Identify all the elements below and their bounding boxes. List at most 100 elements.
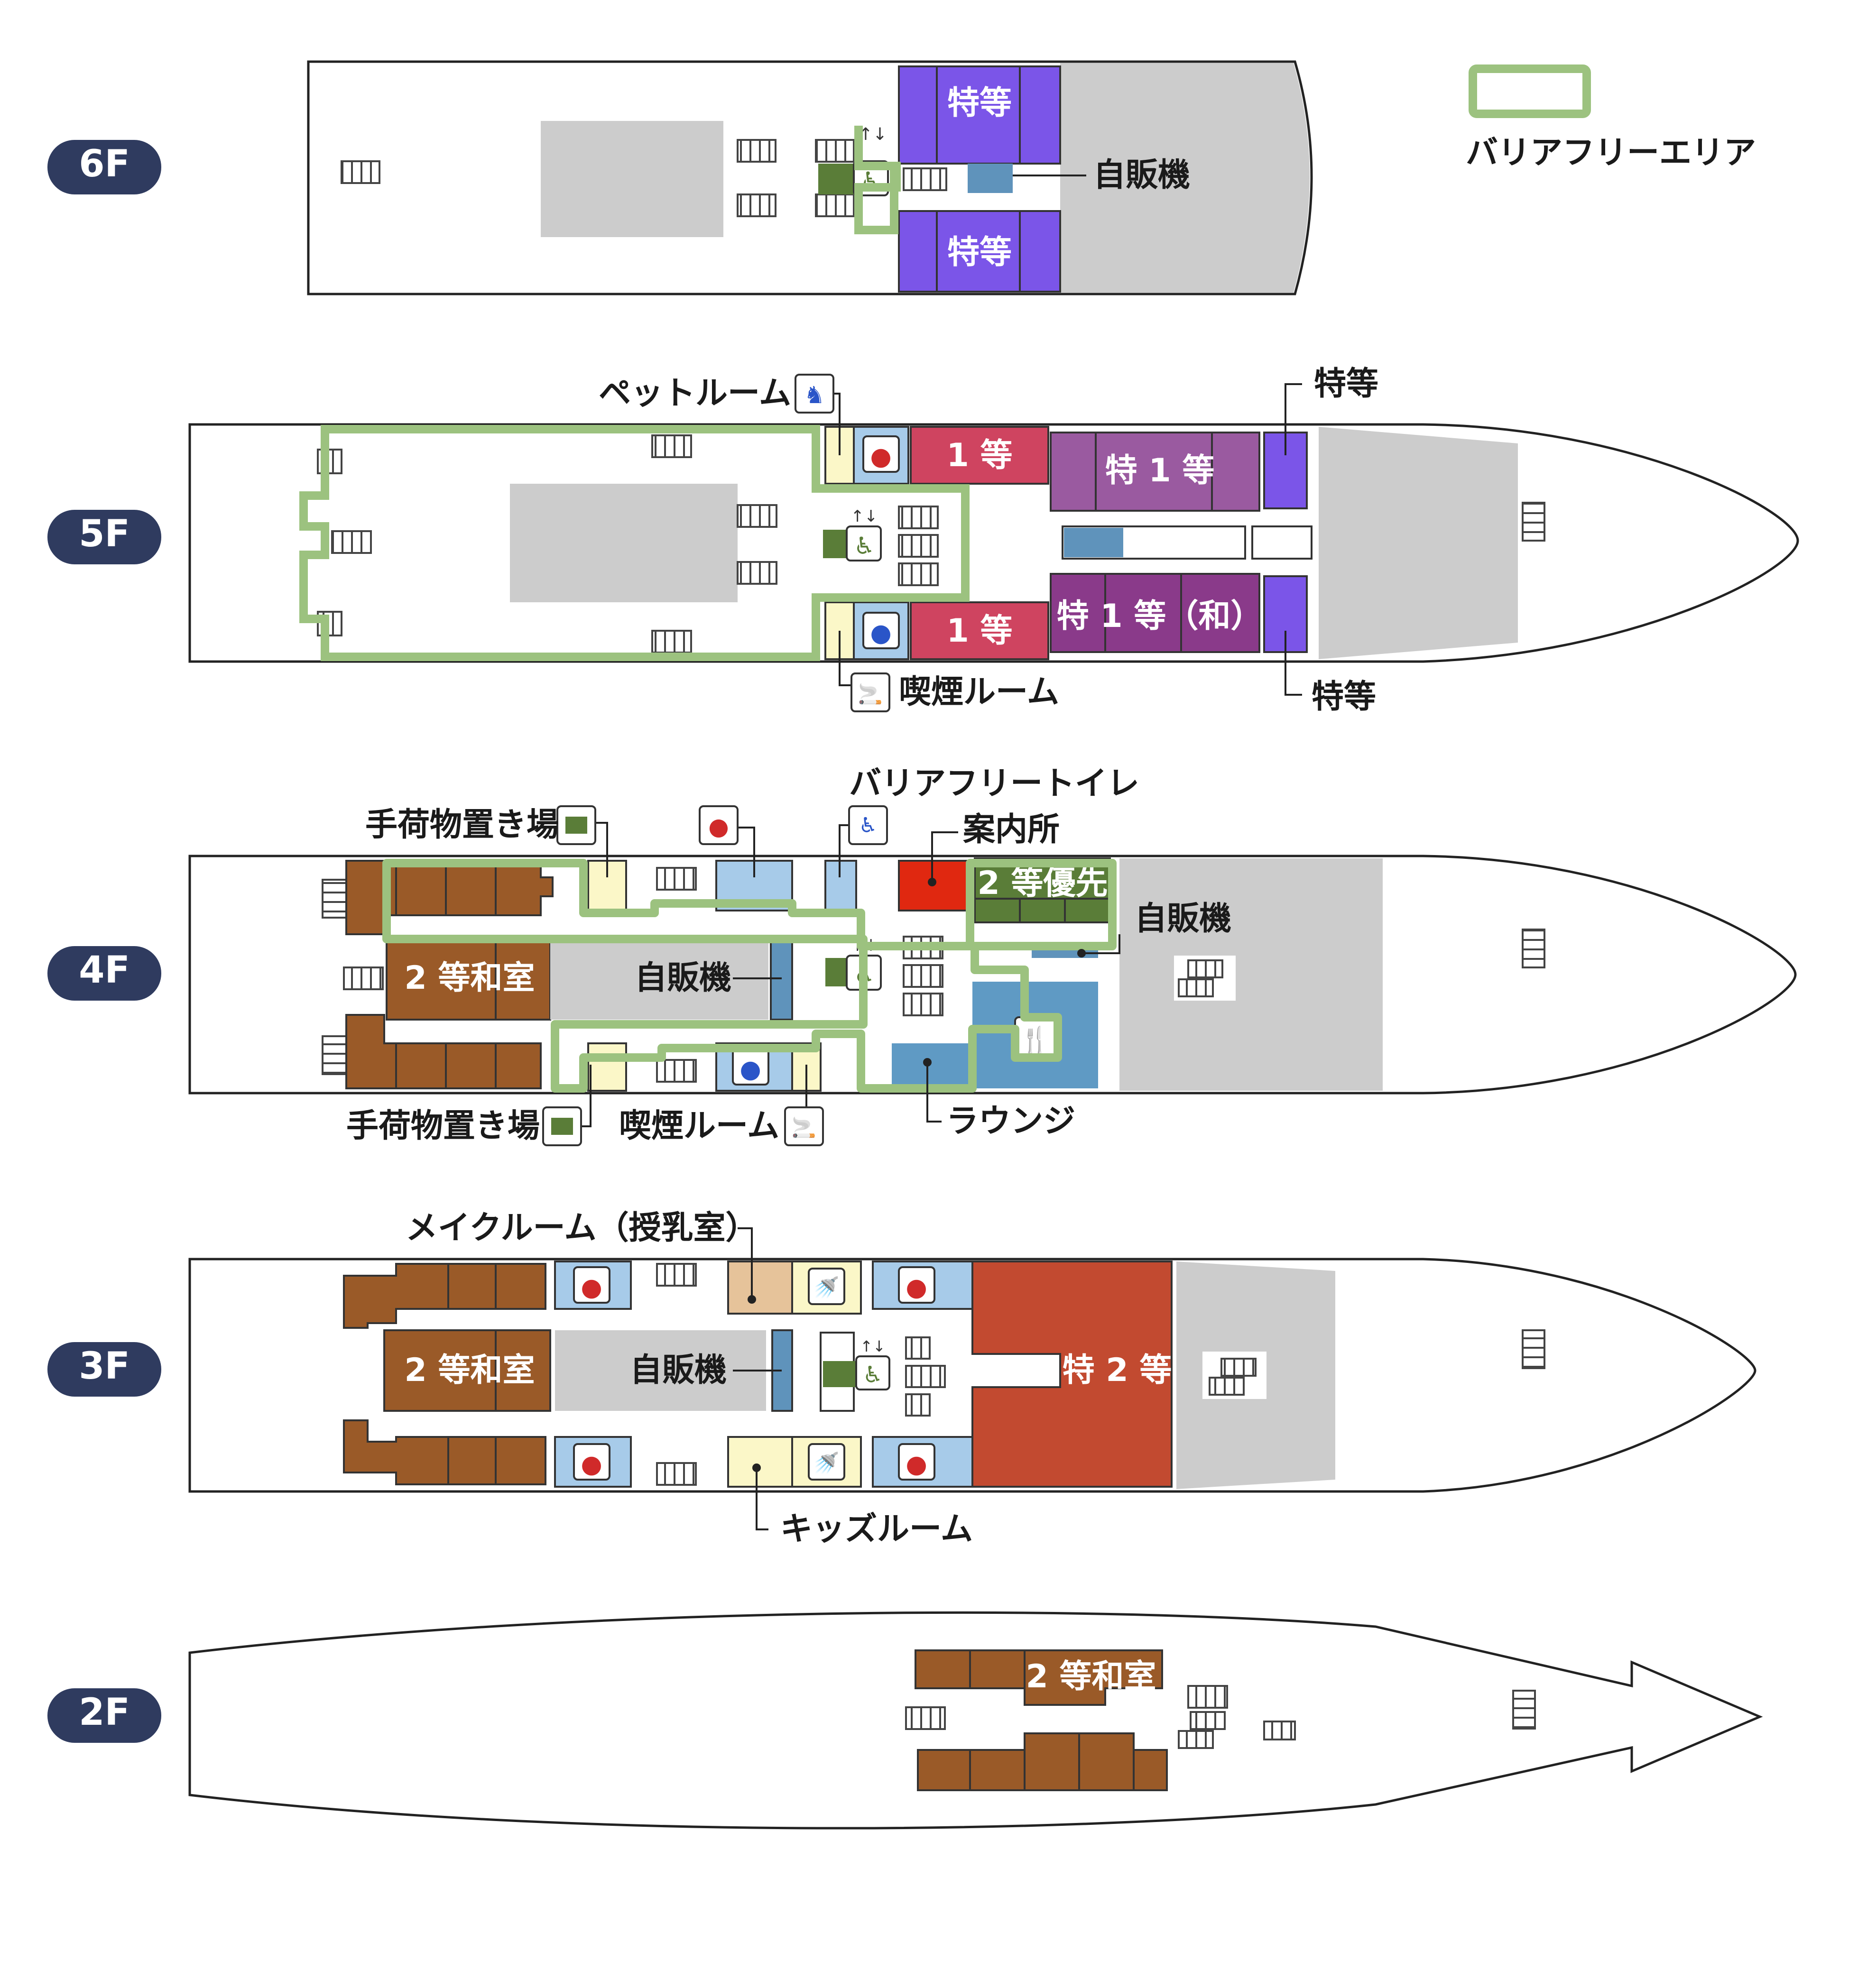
make-room: [727, 1261, 793, 1315]
elevator: [818, 164, 856, 194]
room-label: 2 等優先: [978, 865, 1108, 902]
stairs: [1522, 1329, 1545, 1369]
deck-badge-6f: [47, 140, 161, 194]
room-label: 自販機: [635, 959, 731, 997]
stairs: [656, 1059, 697, 1083]
restroom-icon: [898, 1266, 935, 1304]
restroom-icon: ●: [870, 619, 891, 647]
deck-area-4f-center: [550, 937, 768, 1020]
room-label: 特 1 等（和）: [1057, 598, 1263, 635]
callout-tokuto-top: 特等: [1314, 365, 1378, 403]
svg-text:🚬: 🚬: [858, 682, 883, 706]
luggage-area: [587, 1042, 627, 1092]
elevator-icon: [855, 1355, 890, 1390]
stairs: [656, 1263, 697, 1287]
restroom-icon: ●: [740, 1055, 761, 1084]
deck-badge-2f-label: 2F: [79, 1691, 130, 1734]
svg-text:🚿: 🚿: [813, 1276, 840, 1300]
stairs: [905, 1365, 946, 1388]
stairs: [903, 167, 947, 191]
deck-area-6f-bow: [1060, 63, 1310, 293]
restroom-icon: ●: [906, 1273, 927, 1302]
stairs: [1263, 1721, 1296, 1740]
stairs: [1178, 1730, 1214, 1749]
room-6f-tokuto-top: [898, 65, 1061, 165]
legend: バリアフリーエリア: [1466, 64, 1756, 172]
stairs: [898, 534, 939, 558]
room-3f-second-jp: [383, 1329, 551, 1412]
restroom-icon: ●: [581, 1273, 602, 1302]
room-5f-special-first-jp: [1050, 573, 1260, 653]
room-5f-special-first: [1050, 432, 1260, 512]
deck-6f: 6F ↑↓ ♿ 特等 特等 自販機: [47, 60, 1313, 295]
deck-2f: 2F 2 等和室: [47, 1611, 1763, 1830]
stairs: [903, 964, 943, 988]
restroom-icon: [573, 1266, 610, 1304]
stairs: [1522, 502, 1545, 542]
stairs: [656, 867, 697, 891]
kids-room: [727, 1436, 793, 1488]
svg-text:🚬: 🚬: [792, 1116, 816, 1139]
barrier-free-outline: [854, 126, 901, 234]
stairs: [343, 966, 384, 990]
stairs: [737, 139, 776, 163]
elevator-arrows-icon: ↑↓: [860, 1337, 886, 1355]
callout-info-desk: 案内所: [963, 811, 1060, 848]
room-label: 1 等: [947, 437, 1013, 474]
room-5f-first-top: [910, 426, 1049, 485]
stairs: [1522, 929, 1545, 968]
room-6f-tokuto-bottom: [898, 210, 1061, 293]
restroom-icon: [699, 805, 739, 845]
stairs: [1190, 1711, 1226, 1730]
restroom-icon: ●: [906, 1450, 927, 1479]
room-5f-first-bottom: [910, 601, 1049, 660]
restroom-icon: [862, 612, 900, 649]
callout-luggage-bottom: 手荷物置き場: [346, 1107, 540, 1145]
deck-badge-5f-label: 5F: [79, 513, 130, 555]
stairs: [905, 1393, 931, 1417]
stairs: [322, 879, 347, 919]
smoking-icon: [784, 1106, 824, 1146]
svg-text:🚿: 🚿: [813, 1451, 840, 1475]
deck-badge-4f: [47, 946, 161, 1001]
room-label: 特 2 等: [1063, 1352, 1172, 1389]
stairs: [651, 434, 692, 458]
elevator-arrows-icon: ↑↓: [851, 507, 878, 526]
smoking-icon: [850, 672, 890, 712]
hull-2f: [188, 1611, 1763, 1830]
room: [1251, 525, 1313, 560]
room-label: 1 等: [947, 612, 1013, 650]
stairs: [905, 1336, 931, 1360]
room-4f-cabins-bottom: [345, 1014, 542, 1089]
accessible-icon: ♿: [854, 532, 875, 560]
callout-smoking-room-5f: 喫煙ルーム: [899, 673, 1059, 711]
hull-3f: [188, 1258, 1756, 1493]
deck-5f: 5F ♿ ↑↓ ● ● 1 等 1 等 特 1 等: [47, 365, 1799, 716]
barrier-free-legend-label: バリアフリーエリア: [1466, 134, 1756, 172]
pet-room-icon: [795, 374, 834, 414]
stairs: [898, 562, 939, 586]
restroom-icon: [573, 1443, 610, 1481]
svg-text:↑↓: ↑↓: [859, 125, 887, 144]
deck-area-6f-center: [541, 121, 723, 237]
stairs: [815, 139, 855, 163]
deck-3f: 3F 2 等和室 自販機 ● ● ● ●: [47, 1209, 1756, 1548]
room-4f-second-priority: [974, 857, 1111, 923]
callout-smoking-room-4f: 喫煙ルーム: [619, 1107, 779, 1145]
room-label: 2 等和室: [1026, 1658, 1156, 1695]
barrier-free-toilet-icon: [848, 805, 888, 845]
callout-vending-right: 自販機: [1135, 900, 1231, 938]
stairs: [651, 630, 692, 653]
deck-badge-3f: [47, 1342, 161, 1397]
lounge: [892, 1043, 972, 1088]
callout-vending-6f: 自販機: [1093, 156, 1190, 194]
barrier-free-outline: [299, 425, 970, 661]
deck-area-4f-bow: [1119, 858, 1383, 1091]
restroom-icon: ●: [581, 1450, 602, 1479]
stairs: [903, 993, 943, 1016]
vending-machine-6f: [968, 164, 1013, 193]
stairs: [737, 561, 777, 585]
barrier-free-outline: [382, 859, 1117, 1093]
shower-icon: [808, 1443, 845, 1481]
